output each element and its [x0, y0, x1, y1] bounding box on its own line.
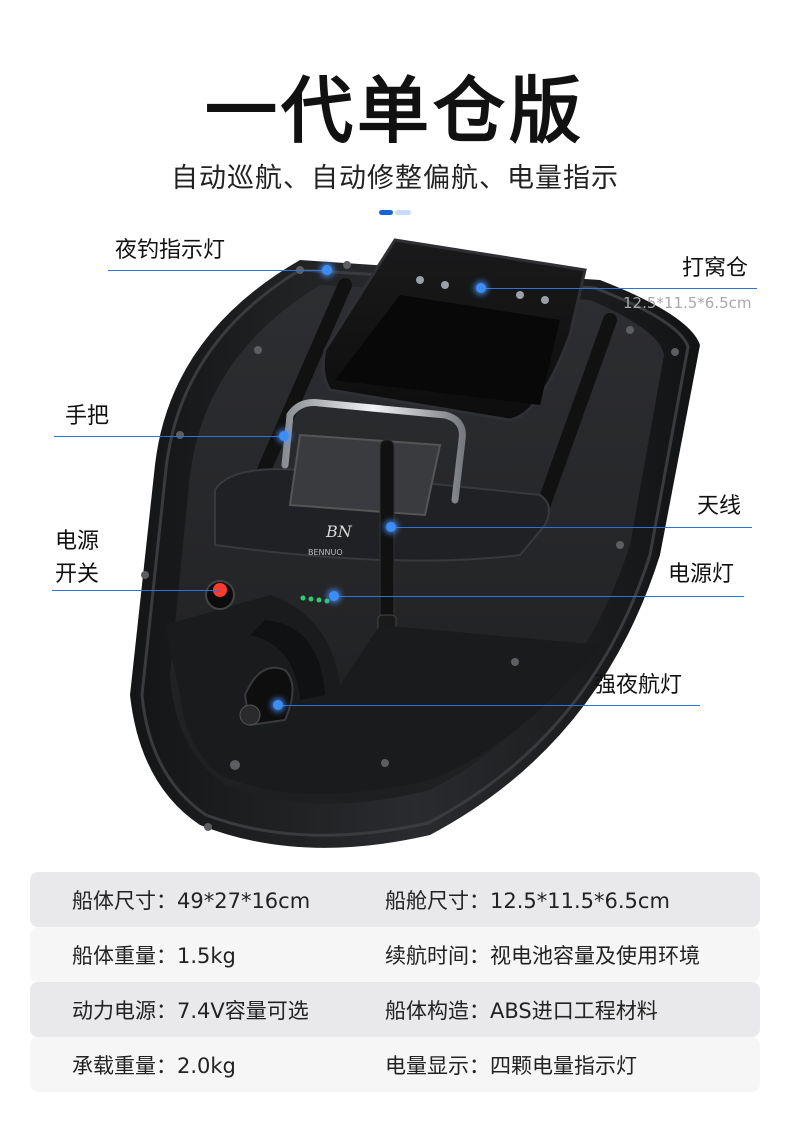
bait-bin-dimension: 12.5*11.5*6.5cm	[623, 294, 752, 312]
antenna-marker	[386, 522, 396, 532]
night-light-marker	[322, 265, 332, 275]
spec-row: 船体尺寸：49*27*16cm 船舱尺寸：12.5*11.5*6.5cm	[30, 872, 760, 927]
callout-night-light: 夜钓指示灯	[115, 238, 226, 263]
spec-table: 船体尺寸：49*27*16cm 船舱尺寸：12.5*11.5*6.5cm 船体重…	[30, 872, 760, 1092]
spec-label: 动力电源：	[72, 998, 177, 1023]
svg-text:BN: BN	[325, 522, 353, 541]
callout-antenna: 天线	[697, 494, 742, 519]
svg-text:BENNUO: BENNUO	[308, 548, 343, 557]
spec-value: 49*27*16cm	[177, 888, 311, 913]
spec-label: 船体尺寸：	[72, 888, 177, 913]
callout-line-handle	[54, 436, 284, 437]
spec-row: 动力电源：7.4V容量可选 船体构造：ABS进口工程材料	[30, 982, 760, 1037]
spec-value: 1.5kg	[177, 943, 236, 968]
handle-marker	[279, 431, 289, 441]
page-subtitle: 自动巡航、自动修整偏航、电量指示	[171, 163, 619, 194]
callout-handle: 手把	[65, 404, 110, 429]
spec-row: 船体重量：1.5kg 续航时间：视电池容量及使用环境	[30, 927, 760, 982]
spec-label: 电量显示：	[385, 1053, 490, 1078]
navigation-light-marker	[273, 700, 283, 710]
page-title: 一代单仓版	[204, 69, 585, 153]
bait-boat-image: BN BENNUO	[130, 238, 700, 848]
title-decoration	[379, 210, 411, 215]
spec-label: 船舱尺寸：	[385, 888, 490, 913]
bait-bin-marker	[476, 283, 486, 293]
callout-navigation-light: 强夜航灯	[594, 673, 683, 698]
callout-bait-bin: 打窝仓	[682, 256, 749, 281]
spec-value: ABS进口工程材料	[490, 998, 658, 1023]
callout-line-antenna	[392, 527, 752, 528]
callout-power-switch-line1: 电源	[55, 529, 100, 554]
callout-power-light: 电源灯	[668, 562, 735, 587]
spec-label: 续航时间：	[385, 943, 490, 968]
callout-line-night-light	[108, 270, 330, 271]
spec-label: 船体构造：	[385, 998, 490, 1023]
spec-value: 12.5*11.5*6.5cm	[490, 888, 670, 913]
callout-line-navigation-light	[278, 705, 700, 706]
callout-line-power-switch	[52, 590, 220, 591]
spec-value: 四颗电量指示灯	[490, 1053, 637, 1078]
spec-label: 船体重量：	[72, 943, 177, 968]
spec-value: 视电池容量及使用环境	[490, 943, 700, 968]
power-light-marker	[329, 591, 339, 601]
spec-value: 7.4V容量可选	[177, 998, 309, 1023]
callout-line-bait-bin	[482, 288, 757, 289]
callout-line-power-light	[334, 596, 744, 597]
spec-row: 承载重量：2.0kg 电量显示：四颗电量指示灯	[30, 1037, 760, 1092]
spec-value: 2.0kg	[177, 1053, 236, 1078]
callout-power-switch-line2: 开关	[55, 562, 100, 587]
spec-label: 承载重量：	[72, 1053, 177, 1078]
